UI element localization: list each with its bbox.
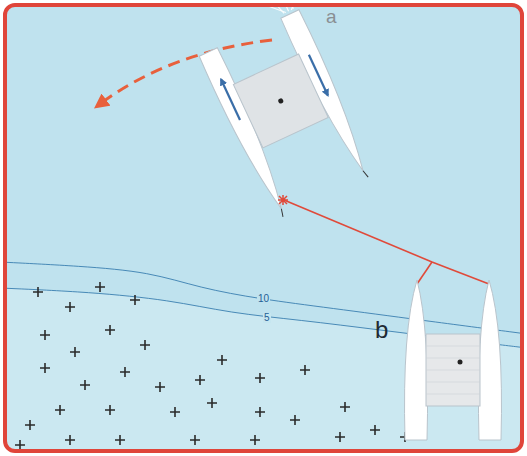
rock-symbol: [95, 282, 105, 292]
rock-symbol: [15, 440, 25, 450]
catamaran-b: [405, 280, 502, 440]
shallow-water: [5, 288, 522, 451]
rock-symbol: [250, 435, 260, 445]
rock-symbol: [80, 380, 90, 390]
depth-number: 5: [263, 313, 271, 323]
rock-symbol: [70, 347, 80, 357]
rock-symbol: [40, 363, 50, 373]
rock-symbol: [65, 435, 75, 445]
rock-symbol: [207, 398, 217, 408]
water: [5, 5, 522, 451]
boat-letter: b: [374, 318, 389, 342]
rock-symbol: [300, 365, 310, 375]
rode-attachment: [278, 195, 288, 205]
rock-symbol: [217, 355, 227, 365]
rock-symbol: [190, 435, 200, 445]
rock-symbol: [40, 330, 50, 340]
boat-letter: a: [325, 7, 338, 26]
rock-symbol: [120, 367, 130, 377]
rock-symbol: [55, 405, 65, 415]
rock-symbol: [105, 405, 115, 415]
rock-symbol: [155, 382, 165, 392]
rock-symbol: [140, 340, 150, 350]
catamaran-a: [187, 0, 381, 220]
rock-symbol: [115, 435, 125, 445]
rock-symbol: [370, 425, 380, 435]
rock-symbol: [33, 287, 43, 297]
rock-symbol: [255, 373, 265, 383]
rock-symbol: [340, 402, 350, 412]
rock-symbol: [130, 295, 140, 305]
rock-symbol: [170, 407, 180, 417]
depth-contour: [5, 262, 522, 334]
rock-symbol: [335, 432, 345, 442]
rock-symbol: [25, 420, 35, 430]
anchor-rode: [284, 200, 489, 284]
frame: [5, 5, 522, 451]
rock-symbol: [195, 375, 205, 385]
rock-symbol: [255, 407, 265, 417]
depth-number: 10: [257, 294, 270, 304]
rock-symbol: [105, 325, 115, 335]
rock-symbol: [65, 302, 75, 312]
rock-symbol: [290, 415, 300, 425]
